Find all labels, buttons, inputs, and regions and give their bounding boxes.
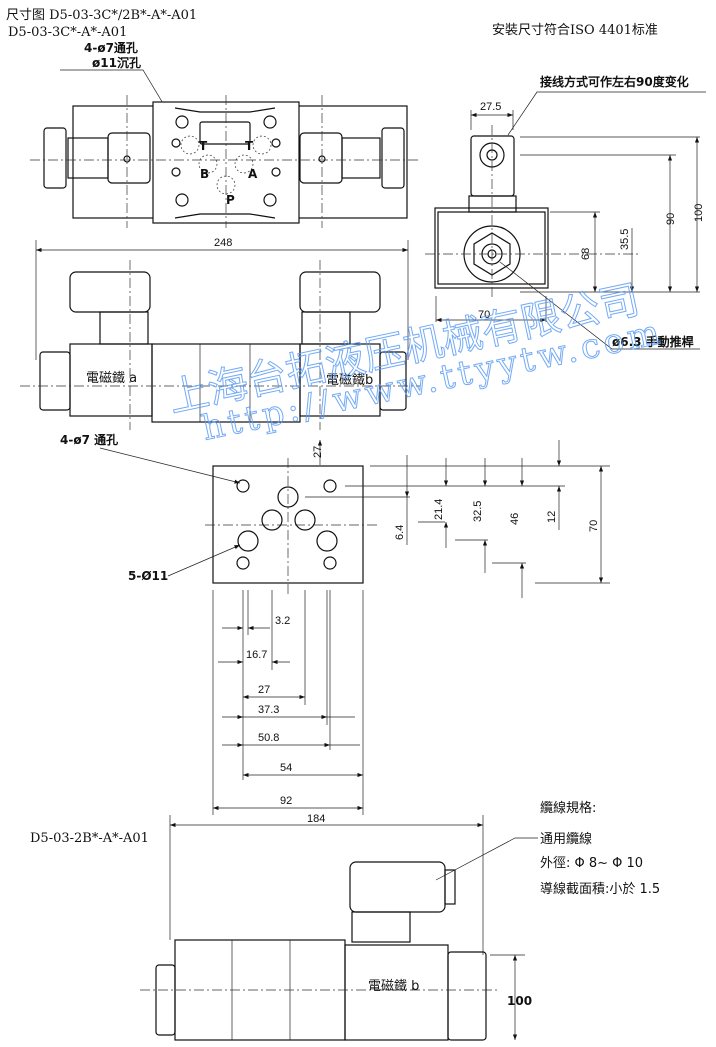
hdim-27: 27 (258, 684, 270, 696)
vdim-32-5: 32.5 (472, 501, 484, 522)
vdim-6-4: 6.4 (394, 525, 406, 540)
mounting-face: 4-ø7 通孔 5-Ø11 6.4 21.4 32.5 (60, 432, 610, 815)
solenoid-b-label: 電磁鐵b (326, 372, 373, 388)
hdim-37-3: 37.3 (258, 704, 279, 716)
hdim-92: 92 (280, 795, 292, 807)
port-holes-note: 5-Ø11 (128, 569, 168, 583)
hdim-16-7: 16.7 (246, 649, 267, 661)
model-2b: D5-03-2B*-A*-A01 (30, 831, 149, 846)
watermark: 上海台拓液压机械有限公司 http://www.ttyytw.com (164, 276, 668, 449)
drawing-title: 尺寸图 D5-03-3C*/2B*-A*-A01 (6, 8, 197, 23)
length-dim-184: 184 (307, 813, 325, 825)
port-label-a: A (248, 167, 258, 181)
cable-cross-section: 導線截面積:小於 1.5 (540, 881, 660, 897)
end-view: 接线方式可作左右90度变化 27.5 100 90 68 35.5 70 ø6.… (425, 74, 706, 350)
through-holes-note: 4-ø7 通孔 (60, 432, 118, 447)
bottom-height-dim-100: 100 (507, 994, 532, 1008)
vdim-46: 46 (509, 513, 521, 525)
hdim-54: 54 (280, 762, 292, 774)
height-dim-68: 68 (580, 248, 592, 260)
vdim-70: 70 (588, 520, 600, 532)
cable-diameter: 外徑: Φ 8~ Φ 10 (540, 856, 643, 871)
top-view: 4-ø7通孔 ø11沉孔 T T B A P (30, 40, 420, 228)
hole-note-counterbore: ø11沉孔 (92, 55, 141, 70)
hdim-50-8: 50.8 (258, 732, 279, 744)
width-dim-70: 70 (478, 309, 490, 321)
height-dim-90: 90 (665, 213, 677, 225)
manual-pin-note: ø6.3 手動推桿 (612, 334, 694, 349)
height-dim-100: 100 (693, 204, 705, 222)
connector-width-dim: 27.5 (480, 101, 501, 113)
cable-spec-title: 纜線規格: (540, 800, 596, 816)
port-label-p: P (226, 193, 235, 207)
cable-type: 通用纜線 (540, 831, 592, 847)
solenoid-a-label: 電磁鐵 a (86, 370, 137, 386)
port-label-t-right: T (245, 139, 254, 153)
hdim-3-2: 3.2 (275, 615, 290, 627)
length-dim-248: 248 (214, 237, 232, 249)
vdim-12: 12 (546, 511, 558, 523)
bottom-view: D5-03-2B*-A*-A01 184 電磁鐵 b 100 (30, 813, 532, 1041)
bottom-solenoid-b-label: 電磁鐵 b (368, 978, 419, 994)
hole-note-through: 4-ø7通孔 (84, 40, 138, 55)
port-label-t-left: T (199, 139, 208, 153)
cable-spec: 纜線規格: 通用纜線 外徑: Φ 8~ Φ 10 導線截面積:小於 1.5 (435, 800, 660, 897)
iso-standard-note: 安裝尺寸符合ISO 4401标准 (492, 22, 658, 38)
vdim-21-4: 21.4 (433, 499, 445, 520)
side-view: 248 電磁鐵 a 電磁鐵b 27 (20, 237, 420, 465)
model-3c: D5-03-3C*-A*-A01 (8, 25, 127, 40)
height-dim-35-5: 35.5 (619, 229, 631, 250)
port-label-b: B (200, 167, 209, 181)
wiring-orientation-note: 接线方式可作左右90度变化 (540, 74, 689, 89)
offset-dim-27: 27 (312, 446, 324, 458)
